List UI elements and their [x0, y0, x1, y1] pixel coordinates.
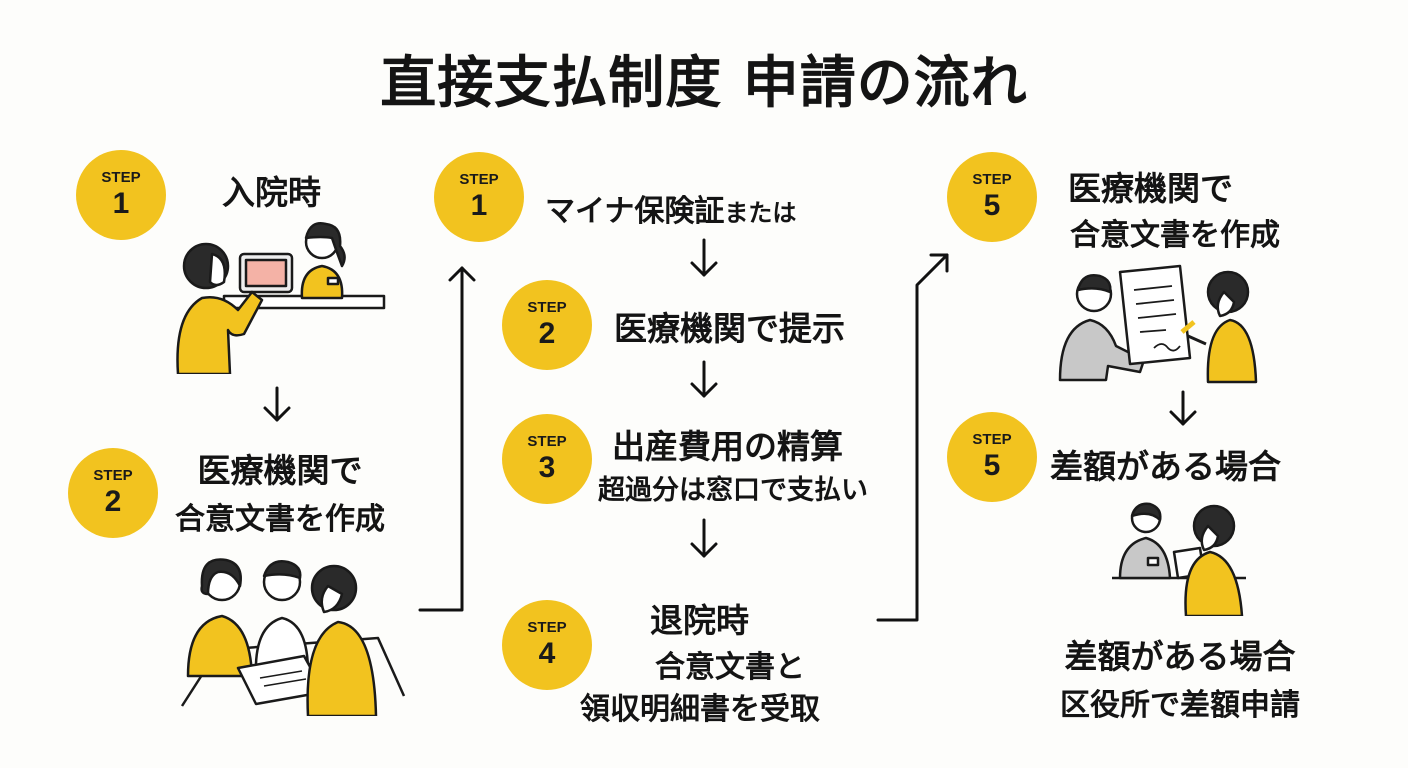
step-badge-mid-3: STEP 3 [502, 414, 592, 504]
contract-illustration [1058, 264, 1258, 384]
counter-illustration [1112, 502, 1246, 616]
step-word: STEP [101, 169, 141, 186]
step-number: 2 [104, 485, 122, 518]
step-number: 1 [112, 187, 130, 220]
flow-connector-arrow-icon [418, 266, 476, 612]
step-badge-mid-1: STEP 1 [434, 152, 524, 242]
step-number: 4 [538, 637, 556, 670]
step-sublabel: 合意文書と [655, 650, 805, 685]
step-number: 5 [983, 449, 1001, 482]
down-arrow-icon [690, 360, 718, 398]
step-word: STEP [972, 431, 1012, 448]
step-number: 2 [538, 317, 556, 350]
step-word: STEP [527, 619, 567, 636]
step-label-suffix: または [724, 199, 797, 227]
step-word: STEP [459, 171, 499, 188]
step-sublabel: 合意文書を作成 [175, 502, 385, 537]
bottom-note-text: 区役所で差額申請 [1060, 688, 1300, 723]
page-title: 直接支払制度 申請の流れ [380, 51, 1028, 116]
bottom-note-title: 差額がある場合 [1064, 637, 1296, 676]
step-badge-right-5a: STEP 5 [947, 152, 1037, 242]
step-badge-mid-4: STEP 4 [502, 600, 592, 690]
step-label: 入院時 [222, 173, 321, 212]
step-badge-left-1: STEP 1 [76, 150, 166, 240]
step-label: 医療機関で [1068, 169, 1233, 208]
step-word: STEP [527, 299, 567, 316]
down-arrow-icon [690, 518, 718, 558]
down-arrow-icon [1169, 390, 1197, 426]
step-sublabel: 領収明細書を受取 [580, 692, 820, 727]
step-word: STEP [527, 433, 567, 450]
step-number: 3 [538, 451, 556, 484]
step-number: 5 [983, 189, 1001, 222]
step-badge-right-5b: STEP 5 [947, 412, 1037, 502]
step-badge-left-2: STEP 2 [68, 448, 158, 538]
step-word: STEP [93, 467, 133, 484]
step-sublabel: 合意文書を作成 [1070, 218, 1280, 253]
step-label: 出産費用の精算 [612, 427, 843, 466]
step-label: 医療機関で提示 [614, 309, 845, 348]
step-sublabel: 超過分は窓口で支払い [598, 475, 868, 506]
step-badge-mid-2: STEP 2 [502, 280, 592, 370]
signing-illustration [180, 558, 406, 716]
reception-illustration [176, 222, 386, 374]
step-label: マイナ保険証または [545, 186, 796, 230]
step-label: 差額がある場合 [1050, 447, 1281, 486]
down-arrow-icon [690, 238, 718, 277]
step-word: STEP [972, 171, 1012, 188]
step-label-main: マイナ保険証 [545, 194, 725, 229]
step-number: 1 [470, 189, 488, 222]
down-arrow-icon [263, 386, 291, 422]
step-label: 医療機関で [197, 451, 363, 490]
flow-connector-arrow-icon [876, 253, 949, 622]
step-label: 退院時 [650, 601, 749, 640]
